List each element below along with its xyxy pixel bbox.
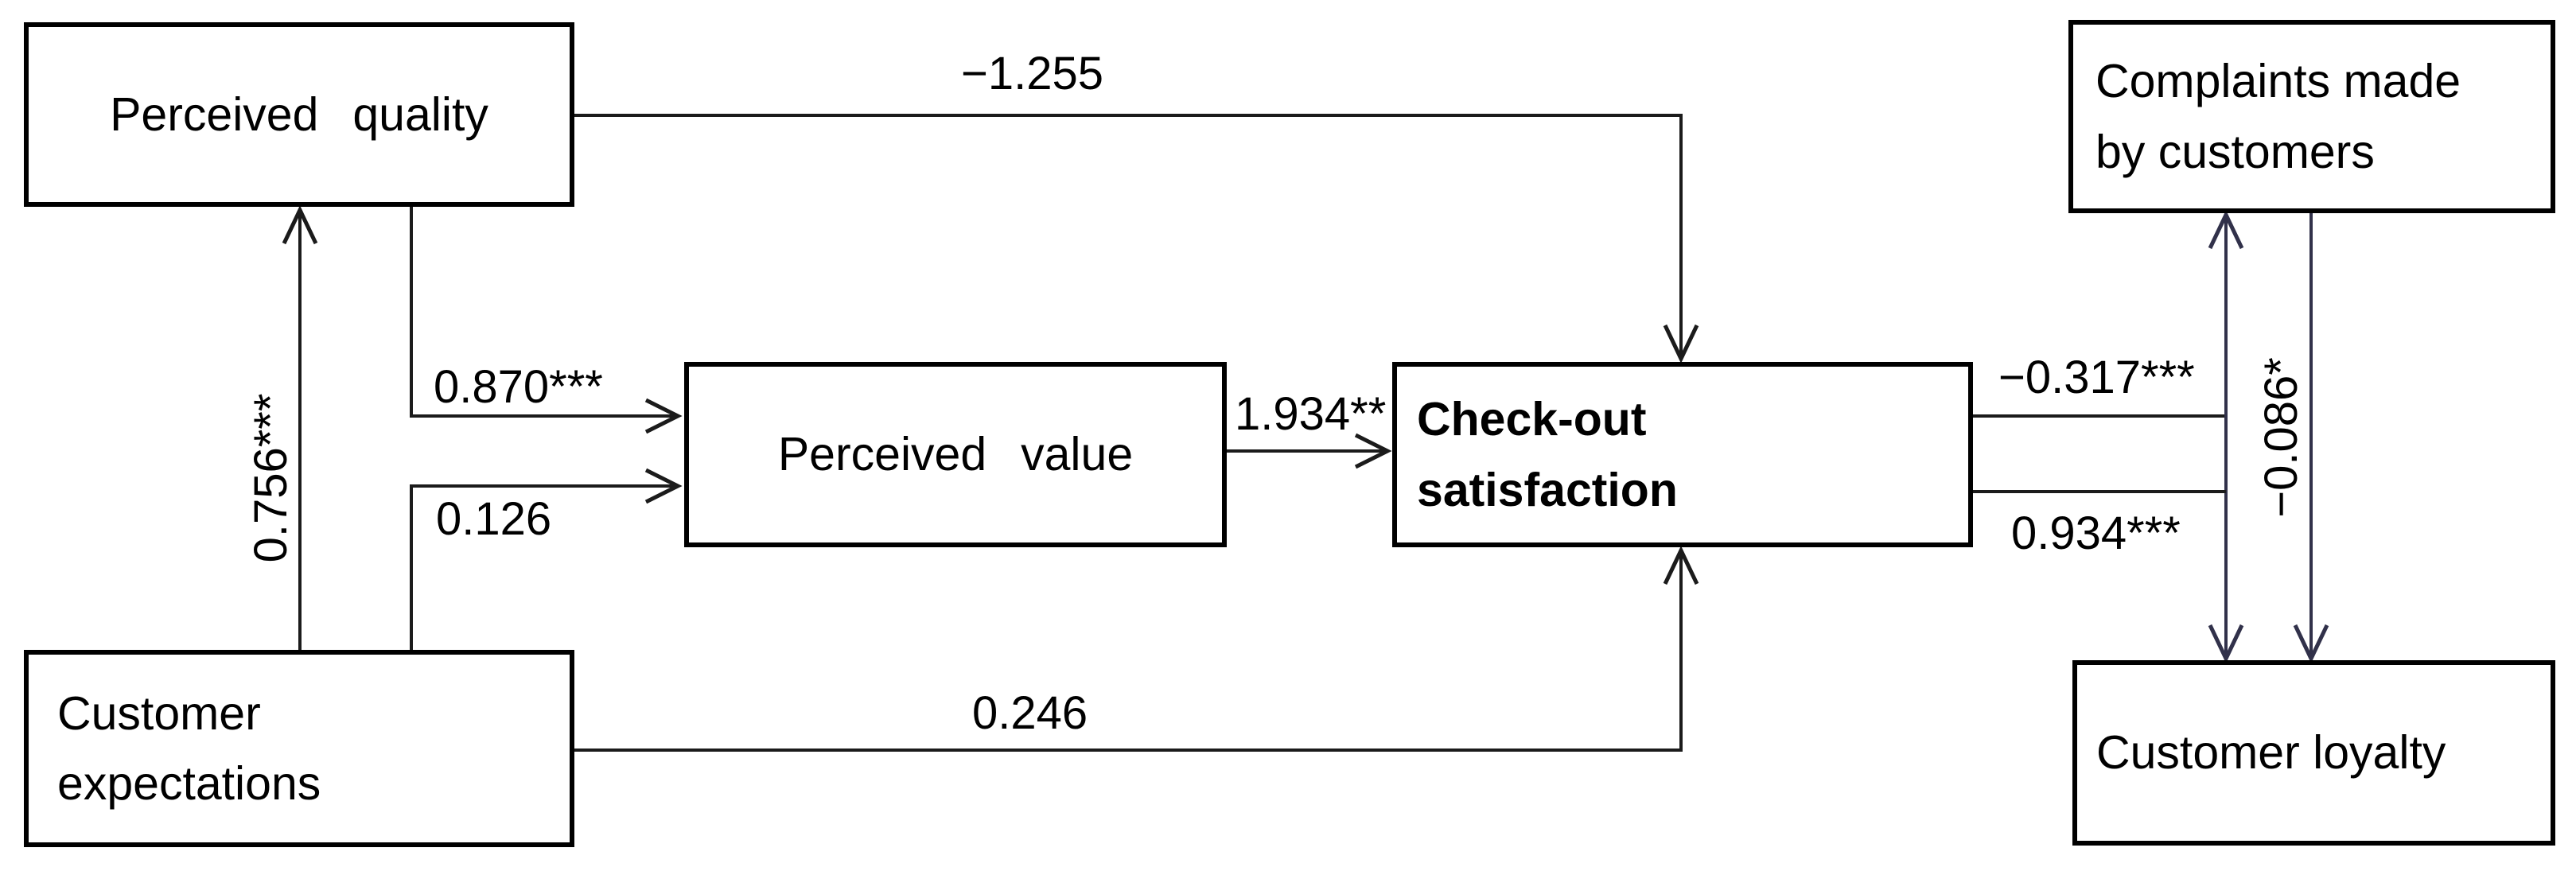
node-label-line1: Check-out [1417,393,1647,445]
coefficient-quality-value: 0.870*** [434,361,603,413]
arrow-down-icon [1663,324,1699,364]
node-label: Customer loyalty [2096,726,2446,780]
path-quality-to-value [410,207,683,434]
path-satisfaction-to-complaints [1973,210,2244,657]
node-complaints: Complaints made by customers [2068,20,2555,213]
coefficient-complaints-loyalty: −0.086* [2255,357,2307,518]
node-label-line1: Customer [57,686,261,740]
node-customer-expectations: Customer expectations [24,650,574,847]
path-value-to-satisfaction [1227,433,1392,469]
coefficient-expectations-quality: 0.756*** [245,393,297,563]
node-label-line2: by customers [2095,125,2375,178]
path-expectations-to-quality [282,205,318,650]
node-label-line2: expectations [57,757,321,810]
arrow-right-icon [644,468,683,504]
coefficient-expectations-satisfaction: 0.246 [972,687,1088,739]
coefficient-quality-satisfaction: −1.255 [961,48,1104,99]
path-satisfaction-to-loyalty [1973,490,2244,663]
arrow-right-icon [1354,433,1392,469]
node-perceived-value: Perceived value [684,362,1227,547]
path-quality-to-satisfaction [574,114,1699,364]
node-perceived-quality: Perceived quality [24,22,574,207]
path-expectations-to-value [410,468,683,650]
node-label: Perceived quality [110,87,488,141]
node-label: Perceived value [777,428,1134,481]
node-customer-loyalty: Customer loyalty [2072,660,2555,846]
path-expectations-to-satisfaction [574,546,1699,752]
arrow-up-icon [2208,210,2244,250]
arrow-down-icon [2293,624,2329,663]
node-label-line1: Complaints made [2095,55,2461,107]
path-complaints-to-loyalty [2293,213,2329,663]
arrow-down-icon [2208,624,2244,663]
coefficient-expectations-value: 0.126 [436,493,552,545]
coefficient-value-satisfaction: 1.934** [1235,388,1387,440]
node-checkout-satisfaction: Check-out satisfaction [1392,362,1973,547]
arrow-up-icon [1663,546,1699,585]
coefficient-satisfaction-loyalty: 0.934*** [2011,507,2181,559]
arrow-right-icon [644,398,683,434]
node-label-line2: satisfaction [1417,463,1678,516]
arrow-up-icon [282,205,318,245]
coefficient-satisfaction-complaints: −0.317*** [1998,352,2195,403]
